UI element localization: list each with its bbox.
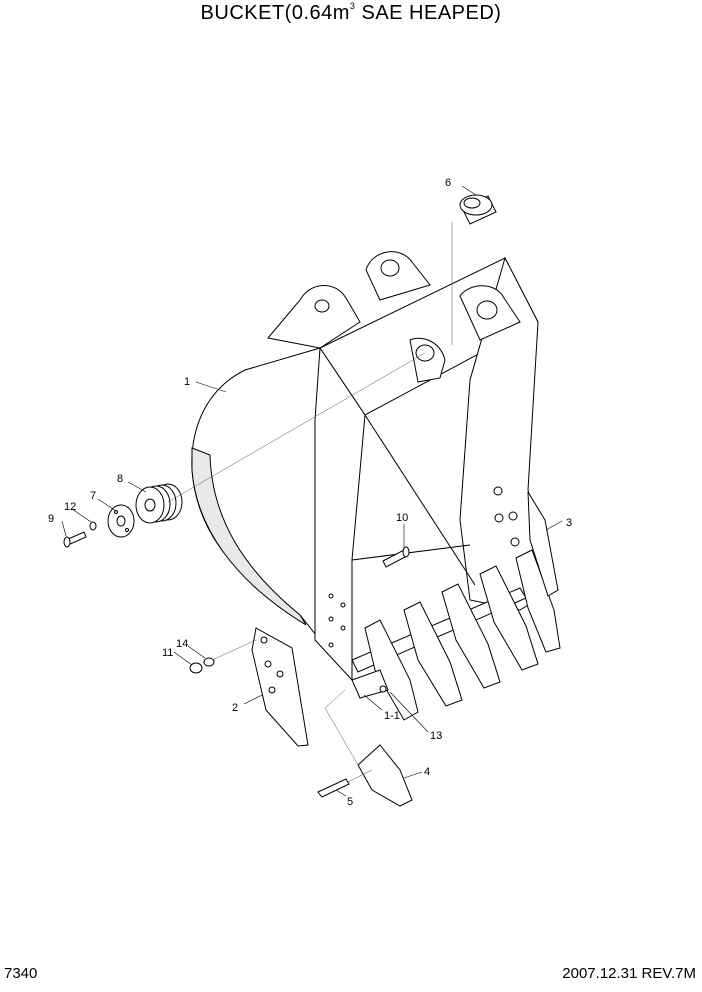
callout-11: 11 (162, 647, 173, 659)
callout-4: 4 (424, 766, 430, 778)
revision-date: 2007.12.31 REV.7M (562, 965, 696, 982)
shim-8 (135, 483, 183, 524)
callout-2: 2 (232, 702, 238, 714)
callout-13: 13 (430, 730, 442, 742)
side-plate-2 (251, 627, 309, 747)
bolt-9-head (63, 536, 71, 548)
leader-lines (61, 185, 563, 797)
callout-10: 10 (396, 512, 408, 524)
title-superscript: 3 (349, 1, 356, 12)
nut-11 (189, 662, 203, 674)
page-number: 7340 (4, 965, 38, 982)
plate-7 (107, 504, 135, 538)
callout-3: 3 (566, 517, 572, 529)
bucket-teeth (351, 549, 561, 721)
side-cutter-3 (527, 491, 559, 597)
callout-8: 8 (117, 473, 123, 485)
page-title: BUCKET(0.64m3 SAE HEAPED) (0, 1, 702, 25)
callout-6: 6 (445, 177, 451, 189)
washer-14 (203, 657, 215, 667)
callout-labels: 1 1-1 2 3 4 5 6 7 8 9 10 11 12 13 14 (48, 177, 572, 808)
title-text: BUCKET(0.64m (200, 2, 350, 24)
callout-14: 14 (176, 638, 188, 650)
callout-12: 12 (64, 501, 76, 513)
washer-12 (89, 521, 97, 531)
pin-5 (317, 778, 350, 798)
pin-13 (379, 685, 387, 693)
bushing-6 (459, 194, 497, 225)
callout-9: 9 (48, 513, 54, 525)
title-suffix: SAE HEAPED) (355, 2, 502, 24)
callout-7: 7 (90, 490, 96, 502)
callout-1: 1 (184, 376, 190, 388)
tooth-4 (357, 744, 413, 807)
assembly-lines (167, 222, 453, 783)
callout-5: 5 (347, 796, 353, 808)
callout-1-1: 1-1 (384, 710, 400, 722)
